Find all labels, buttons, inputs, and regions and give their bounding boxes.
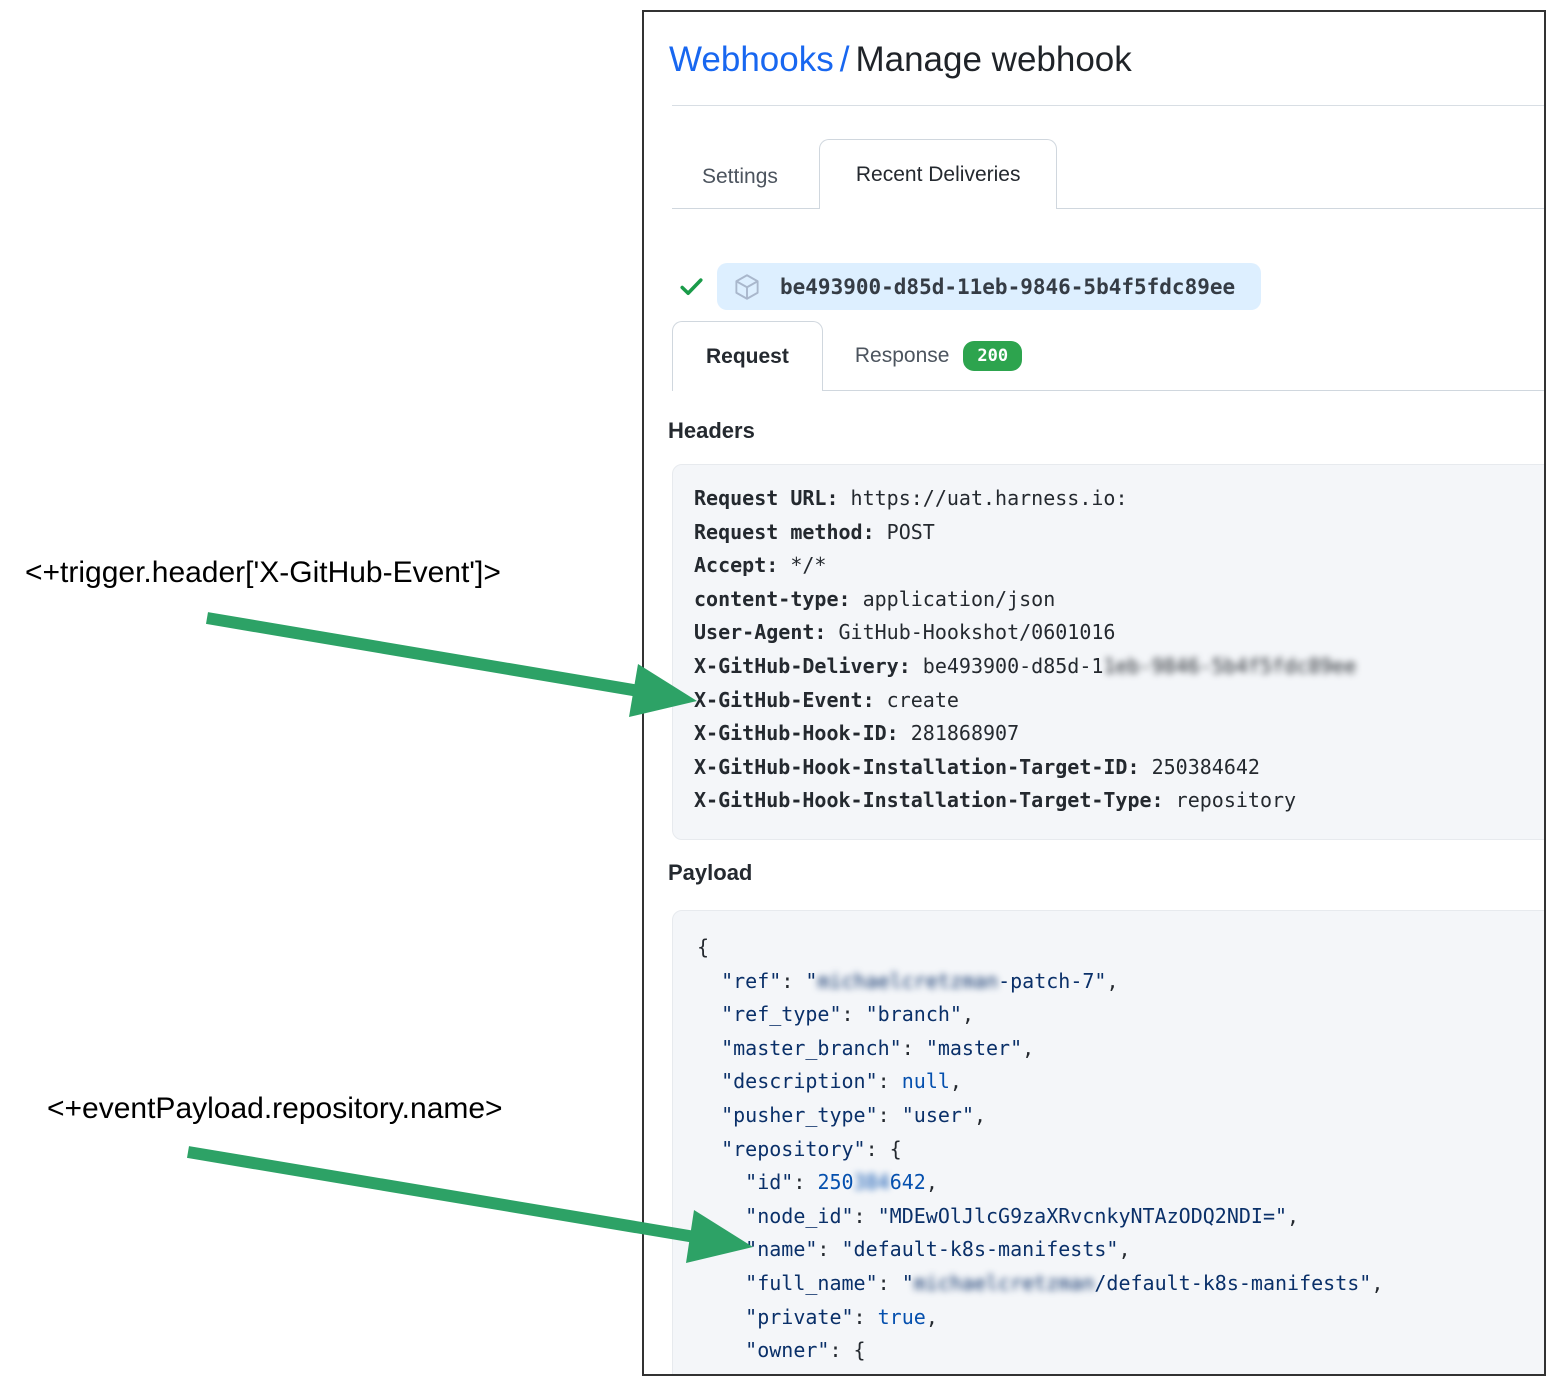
code-line: "id": 250384642,: [745, 1170, 938, 1195]
code-line: X-GitHub-Hook-ID: 281868907: [694, 721, 1020, 746]
delivery-tab-bar: Request Response 200: [672, 320, 1544, 391]
code-line: Request method: POST: [694, 519, 935, 544]
delivery-row: be493900-d85d-11eb-9846-5b4f5fdc89ee: [678, 263, 1262, 310]
code-line: Request URL: https://uat.harness.io:: [694, 486, 1128, 510]
package-icon: [732, 272, 762, 302]
headers-code-block: Request URL: https://uat.harness.io: Requ…: [672, 464, 1544, 840]
delivery-guid-pill[interactable]: be493900-d85d-11eb-9846-5b4f5fdc89ee: [717, 263, 1262, 310]
headers-section-title: Headers: [668, 418, 755, 443]
code-line: "repository": {: [721, 1136, 902, 1161]
code-line: "pusher_type": "user",: [721, 1102, 987, 1127]
code-line: "node_id": "MDEwOlJlcG9zaXRvcnkyNTAzODQ2…: [745, 1203, 1300, 1228]
code-line: Accept: */*: [694, 553, 827, 578]
payload-code-block: { "ref": "michaelcretzman-patch-7", "ref…: [672, 910, 1544, 1374]
code-line: "full_name": "michaelcretzman/default-k8…: [745, 1270, 1384, 1295]
tab-recent-deliveries[interactable]: Recent Deliveries: [818, 139, 1058, 209]
success-check-icon: [678, 273, 705, 300]
breadcrumb-webhooks-link[interactable]: Webhooks: [669, 40, 834, 79]
code-line: "master_branch": "master",: [721, 1035, 1035, 1060]
code-line: "description": null,: [721, 1069, 962, 1094]
code-line: "ref_type": "branch",: [721, 1002, 974, 1027]
code-line: {: [697, 935, 710, 959]
tab-response[interactable]: Response 200: [823, 321, 1054, 390]
code-line: "name": "default-k8s-manifests",: [745, 1237, 1131, 1262]
code-line: User-Agent: GitHub-Hookshot/0601016: [694, 620, 1116, 645]
code-line: X-GitHub-Hook-Installation-Target-ID: 25…: [694, 754, 1260, 779]
page-title-text: Manage webhook: [855, 40, 1132, 79]
code-line: X-GitHub-Delivery: be493900-d85d-11eb-98…: [694, 653, 1357, 678]
annotation-event-payload-expression: <+eventPayload.repository.name>: [47, 1092, 503, 1125]
code-line: X-GitHub-Hook-Installation-Target-Type: …: [694, 788, 1297, 813]
webhook-panel: Webhooks/Manage webhook Settings Recent …: [642, 10, 1546, 1376]
delivery-guid: be493900-d85d-11eb-9846-5b4f5fdc89ee: [780, 274, 1236, 299]
page-title: Webhooks/Manage webhook: [669, 40, 1132, 80]
payload-section-title: Payload: [668, 860, 753, 885]
code-line: X-GitHub-Event: create: [694, 687, 959, 712]
arrow-to-x-github-event: [206, 612, 697, 717]
code-line: "private": true,: [745, 1304, 938, 1329]
breadcrumb-separator: /: [839, 40, 850, 79]
annotation-trigger-header-expression: <+trigger.header['X-GitHub-Event']>: [25, 556, 501, 589]
tab-request[interactable]: Request: [672, 321, 823, 391]
tab-settings[interactable]: Settings: [702, 165, 778, 188]
main-tab-bar: Settings Recent Deliveries: [672, 125, 1544, 209]
code-line: content-type: application/json: [694, 586, 1056, 611]
code-line: "ref": "michaelcretzman-patch-7",: [721, 968, 1119, 993]
response-status-badge: 200: [963, 340, 1023, 371]
title-divider: [672, 105, 1544, 106]
code-line: "owner": {: [745, 1338, 866, 1363]
tab-response-label: Response: [854, 343, 950, 367]
